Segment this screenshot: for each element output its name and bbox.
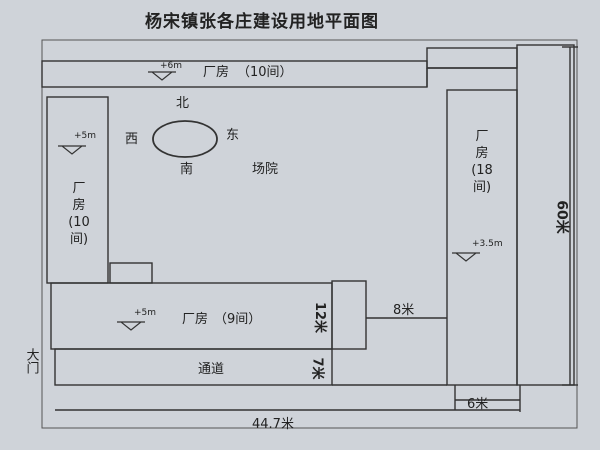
- top-building: [41, 60, 428, 88]
- total-height-dimension: 60米: [553, 200, 570, 234]
- right-building-char: (18: [471, 163, 493, 178]
- small-block: [109, 262, 153, 284]
- right-building-char: 间): [472, 180, 492, 195]
- compass-west: 西: [125, 132, 139, 147]
- compass-east: 东: [226, 128, 240, 143]
- total-width-dimension: 44.7米: [252, 417, 294, 432]
- middle-building-name: 厂房: [182, 312, 209, 327]
- site-boundary: [41, 39, 578, 429]
- elevation-marker-top: [148, 71, 176, 81]
- right-building-char: 厂: [475, 129, 489, 144]
- right-building-char: 房: [475, 146, 489, 161]
- gate-label: 大门: [20, 348, 42, 374]
- elevation-marker-right: [452, 252, 480, 262]
- middle-building-count: （9间）: [214, 312, 262, 327]
- elevation-middle: +5m: [134, 308, 157, 318]
- gate-text: 大门: [23, 348, 39, 374]
- elevation-marker-left: [58, 145, 86, 155]
- elevation-top: +6m: [160, 61, 183, 71]
- compass-oval: [152, 120, 218, 158]
- top-building-count: （10间）: [237, 65, 293, 80]
- left-building-char: 间): [69, 232, 89, 247]
- left-building-char: 房: [72, 198, 86, 213]
- left-building-label: 厂 房 (10 间): [63, 180, 95, 248]
- passage-depth-dimension: 7米: [309, 357, 325, 380]
- gap-dimension: 8米: [393, 303, 415, 318]
- compass-north: 北: [176, 96, 190, 111]
- right-width-dimension: 6米: [467, 397, 489, 412]
- elevation-left: +5m: [74, 131, 97, 141]
- elevation-marker-middle: [117, 321, 145, 331]
- middle-depth-dimension: 12米: [312, 301, 328, 334]
- page-title: 杨宋镇张各庄建设用地平面图: [145, 12, 379, 32]
- left-building-char: 厂: [72, 181, 86, 196]
- top-building-name: 厂房: [203, 65, 230, 80]
- right-building-label: 厂 房 (18 间): [466, 128, 498, 196]
- right-building: [446, 89, 518, 386]
- courtyard-label: 场院: [252, 162, 279, 177]
- top-right-annex: [426, 47, 518, 69]
- elevation-right: +3.5m: [472, 239, 503, 249]
- passage: [54, 348, 333, 386]
- compass-south: 南: [180, 162, 194, 177]
- left-building-char: (10: [68, 215, 90, 230]
- middle-annex: [331, 280, 367, 350]
- passage-label: 通道: [198, 362, 225, 377]
